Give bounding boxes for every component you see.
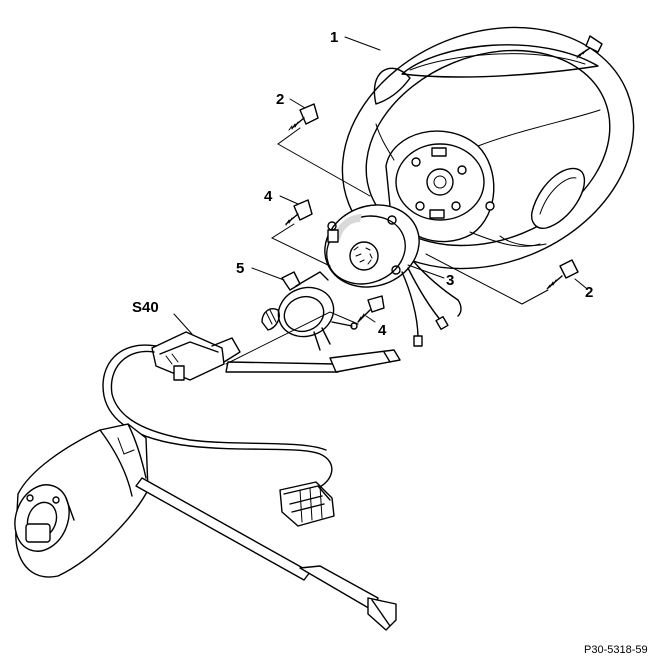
leader-s40	[173, 313, 193, 335]
screw-part4-upper	[285, 199, 313, 226]
switch-cam	[261, 271, 358, 351]
leader-part2-top	[289, 98, 306, 109]
label-part3: 3	[446, 272, 454, 289]
leader-part1	[344, 36, 381, 51]
bolt-top-right	[576, 35, 603, 59]
cable-connector	[279, 481, 335, 527]
clock-spring	[324, 204, 462, 347]
switch-cable-inner	[110, 350, 327, 451]
assembly-line-2-bottom	[425, 253, 549, 305]
leader-part4-upper	[279, 195, 299, 205]
label-part4-lower: 4	[378, 322, 387, 339]
column-housing	[14, 423, 149, 578]
wiper-lever	[135, 477, 397, 631]
label-s40: S40	[132, 299, 159, 316]
switch-cable	[102, 344, 333, 489]
assembly-line-2-top	[277, 127, 371, 197]
combination-switch-s40	[151, 331, 401, 381]
label-part2-top: 2	[276, 91, 284, 108]
label-part2-bottom: 2	[585, 284, 593, 301]
label-part5: 5	[236, 260, 244, 277]
steering-wheel	[341, 26, 635, 270]
bolt-part2-top	[288, 103, 319, 131]
reference-code: P30-5318-59	[584, 644, 648, 656]
leader-part2-bottom	[574, 278, 587, 289]
bolt-part2-bottom	[546, 259, 579, 290]
label-part4-upper: 4	[264, 188, 273, 205]
screw-part4-lower	[357, 295, 385, 323]
leader-part3	[407, 264, 445, 279]
leader-part4-lower	[365, 315, 376, 323]
assembly-line-4-upper	[270, 223, 331, 267]
assembly-line-4-lower	[225, 311, 359, 365]
leader-part5	[251, 267, 285, 281]
label-part1: 1	[330, 29, 338, 46]
